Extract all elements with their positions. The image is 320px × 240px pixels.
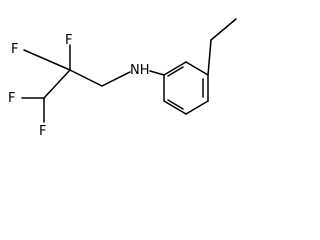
bond-ring-n [149,70,165,76]
bond-cf2-f-left [23,49,71,71]
bond-ring-double-3 [167,66,184,77]
bond-ethyl-2 [210,18,237,41]
bond-ring-3 [185,100,209,115]
atom-f-chf2-bottom: F [39,124,46,139]
bond-ring-1 [185,61,209,76]
bond-ring-double-2 [167,99,184,110]
atom-nh: NH [130,63,150,78]
atom-f-cf2-top: F [65,33,72,48]
bond-ring-6 [163,61,187,76]
bond-ethyl-1 [207,39,212,76]
atom-f-cf2-left: F [11,42,18,57]
structure-svg: NH F F F F [8,18,237,139]
atom-f-chf2-left: F [8,91,15,106]
molecule-diagram: NH F F F F [0,0,243,146]
benzene-ring [163,61,209,115]
bond-ch2-cf2 [69,69,103,87]
bond-cf2-chf2 [43,69,71,99]
bond-ring-4 [163,100,187,115]
bond-n-ch2 [101,71,131,87]
